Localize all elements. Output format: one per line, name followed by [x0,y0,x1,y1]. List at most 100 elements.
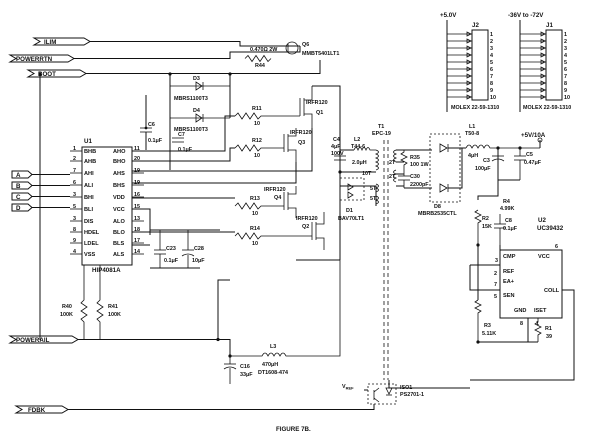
signal-powerail-label: POWERAIL [16,337,50,344]
j2-pin-8[interactable]: 8 [447,80,493,87]
u2-pin-vcc: VCC [538,254,550,260]
j2-pin-3[interactable]: 3 [447,45,493,52]
r3-val: 5.11K [482,331,496,337]
u1-pin-name: BLI [84,207,93,213]
j2-pin-7[interactable]: 7 [447,73,493,80]
j2-pin-5[interactable]: 5 [447,59,493,66]
r35-ref: R35 [410,155,420,161]
j2-pin-1[interactable]: 1 [447,31,493,38]
u1-pin-name: BHS [113,183,125,189]
d4-part: MBRS1100T3 [174,127,208,133]
j1-pin-6[interactable]: 6 [520,66,567,73]
u1-pin-number: 17 [134,238,140,244]
plus5v-label: +5.0V [440,12,457,19]
r14-resistor: R14 10 [234,226,290,247]
j2-pin-9[interactable]: 9 [447,87,493,94]
d3-ref: D3 [193,76,200,82]
c3-capacitor: C3 100μF [475,148,505,180]
r2-val: 15K [482,224,492,230]
t1-5t-a: 5T [370,186,377,192]
q3-part: IRFR120 [290,130,312,136]
j1-pin-1[interactable]: 1 [520,31,567,38]
u1-pin-number: 20 [134,156,140,162]
j1-pin-3[interactable]: 3 [520,45,567,52]
u1-ref: U1 [84,138,92,145]
u1-pin-name: ALI [84,183,93,189]
c3-val: 100μF [475,166,491,172]
q3-ref: Q3 [298,140,305,146]
signal-flag-ilim[interactable]: ILIM [32,37,91,46]
r4-resistor: R4 4.99K [497,180,514,212]
q2-ref: Q2 [302,224,309,230]
signal-flag-a[interactable]: A [11,170,33,179]
signal-boot-label: BOOT [38,71,56,78]
connector-pin-number: 7 [564,74,567,80]
j1-ref: J1 [546,22,553,29]
d4-diode: D4 MBRS1100T3 [170,108,230,133]
signal-flag-powerail[interactable]: POWERAIL [8,335,79,344]
signal-flag-boot[interactable]: BOOT [26,69,87,78]
u1-pin-name: BHO [113,159,126,165]
vref-label: VREF [342,384,354,391]
u2-pin-gnd: GND [514,308,526,314]
j1-pin-4[interactable]: 4 [520,52,567,59]
c23-ref: C23 [166,246,176,252]
q6-part: MMBT5401LT1 [302,51,339,57]
connector-pin-number: 6 [490,67,493,73]
j2-pin-10[interactable]: 10 [447,94,496,101]
signal-flag-c[interactable]: C [11,192,33,201]
c28-capacitor: C28 10μF [181,230,205,268]
signal-powerrtn-label: POWERRTN [16,56,53,63]
connector-pin-number: 1 [564,32,567,38]
c5-capacitor: C5 0.47μF [514,148,542,180]
u2-pin-number: 7 [494,282,497,288]
signal-flag-b[interactable]: B [11,181,33,190]
j1-pin-9[interactable]: 9 [520,87,567,94]
u1-pin-number: 4 [73,249,76,255]
u1-pin-number: 15 [134,204,140,210]
r12-resistor: R12 10 [234,138,280,159]
j2-pin-6[interactable]: 6 [447,66,493,73]
d3-diode: D3 MBRS1100T3 [170,76,230,102]
u1-pin-name: ALS [113,252,124,258]
u1-pin-name: BHB [84,149,96,155]
j1-pin-2[interactable]: 2 [520,38,567,45]
j1-pin-7[interactable]: 7 [520,73,567,80]
j1-pin-10[interactable]: 10 [520,94,570,101]
r11-resistor: R11 10 [234,106,295,127]
signal-flag-d[interactable]: D [11,203,33,212]
c16-capacitor: C16 33μF [223,356,253,384]
c6-val: 0.1μF [148,138,163,144]
r40-resistor: R40 100K [60,265,88,340]
d8-part: MBRB2535CTL [418,211,457,217]
c28-ref: C28 [194,246,204,252]
c28-val: 10μF [192,258,205,264]
c7-val: 0.1μF [178,147,193,153]
connector-pin-number: 3 [564,46,567,52]
u1-pin-number: 2 [73,156,76,162]
j1-pin-5[interactable]: 5 [520,59,567,66]
connector-pin-number: 1 [490,32,493,38]
l1-inductor: L1 T50-8 4μH [465,124,540,159]
u1-ic: U1 HIP4081A BHB1AHB2AHI7ALI6BHI3BLI5DIS3… [70,138,144,274]
r13-val: 10 [252,211,258,217]
l3-inductor: L3 470μH DT1608-474 [230,250,341,376]
signal-flag-fdbk[interactable]: FDBK [14,405,69,414]
c4-ref: C4 [333,137,340,143]
j2-pin-2[interactable]: 2 [447,38,493,45]
j2-pin-4[interactable]: 4 [447,52,493,59]
signal-flag-powerrtn[interactable]: POWERRTN [8,54,75,63]
connector-pin-number: 5 [490,60,493,66]
u1-pin-name: BHI [84,195,94,201]
r4-val: 4.99K [500,206,514,212]
j1-pin-8[interactable]: 8 [520,80,567,87]
q2-part: IRFR120 [296,216,318,222]
r11-ref: R11 [252,106,262,112]
